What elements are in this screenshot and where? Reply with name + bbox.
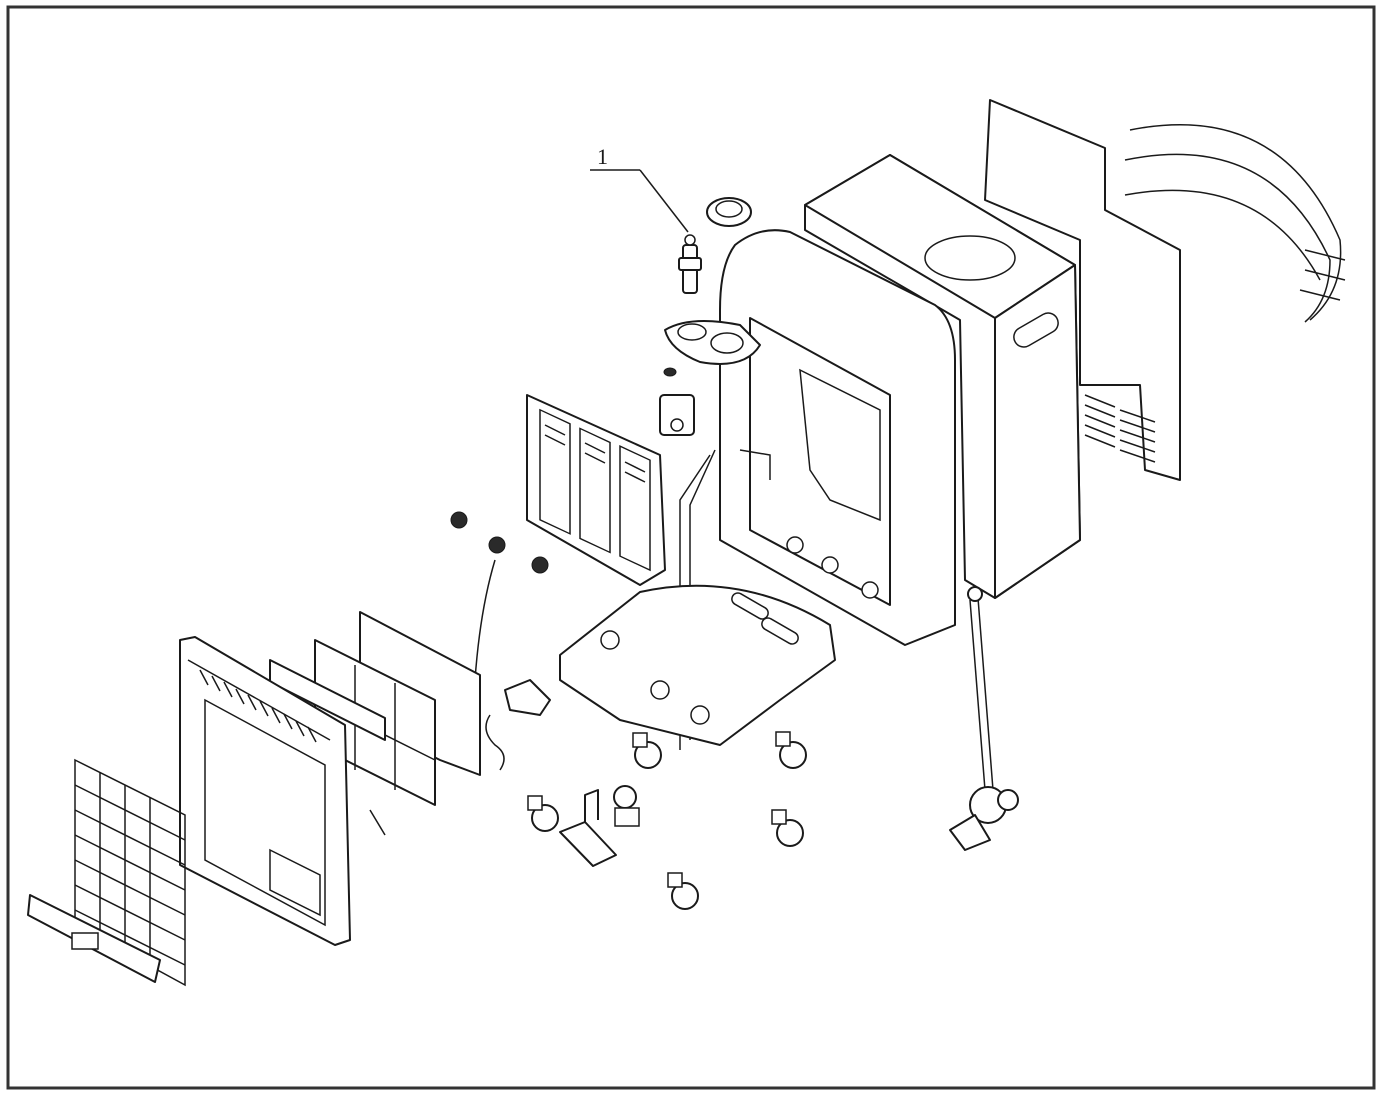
control-assembly: [485, 679, 551, 771]
burner-cassettes: [526, 394, 666, 586]
caster-wheels: [527, 731, 807, 910]
gas-valve: [659, 394, 695, 436]
burner-head: [663, 320, 761, 377]
diagram-frame: [6, 5, 1376, 1090]
thermocouple-part: [678, 234, 702, 294]
wire-guard: [74, 758, 186, 987]
rear-panel: [984, 99, 1181, 481]
panel-rail: [269, 659, 386, 836]
regulator-hose: [949, 586, 1019, 851]
piezo-igniter: [613, 785, 640, 827]
cabinet-housing: [804, 154, 1081, 599]
top-handle-wire: [1124, 123, 1346, 323]
callout-1: 1: [590, 144, 689, 233]
callout-1-label: 1: [597, 144, 608, 169]
valve-cap: [706, 197, 752, 227]
base-tray: [559, 584, 836, 746]
foot-deflector: [27, 894, 161, 983]
front-panel: [179, 636, 351, 946]
front-shell: [719, 229, 956, 646]
mounting-bracket: [559, 789, 617, 867]
